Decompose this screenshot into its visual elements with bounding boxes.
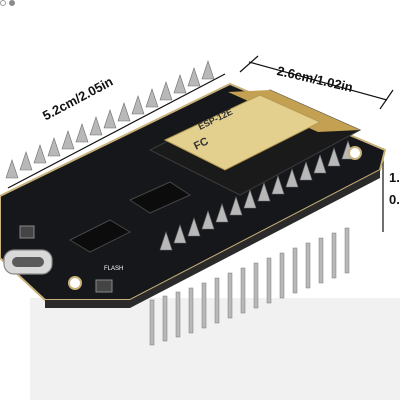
usb-serial-chip — [68, 219, 132, 253]
usb-c-opening — [12, 257, 44, 267]
bottom-header-pins — [149, 227, 350, 346]
mounting-hole — [348, 146, 362, 160]
width-dimension-line — [248, 61, 388, 101]
width-tick-right — [379, 89, 394, 110]
carousel-dot-active[interactable] — [9, 0, 15, 6]
flash-label: FLASH — [104, 266, 123, 272]
dimension-lines — [7, 55, 394, 232]
right-header-pins — [159, 140, 355, 251]
top-header-pins — [5, 60, 215, 179]
reset-button — [19, 225, 35, 239]
carousel-dot[interactable] — [0, 0, 6, 6]
fcc-mark: FC — [192, 135, 210, 152]
width-tick-left — [239, 55, 259, 73]
carousel-indicator — [0, 0, 15, 6]
metal-shield — [163, 94, 322, 171]
height-dimension-label-cm: 1. — [389, 170, 400, 185]
flash-button — [95, 279, 113, 293]
voltage-regulator — [128, 181, 192, 214]
mounting-hole — [68, 276, 82, 290]
height-dimension-label-in: 0. — [389, 192, 400, 207]
length-dimension-line — [7, 73, 226, 189]
